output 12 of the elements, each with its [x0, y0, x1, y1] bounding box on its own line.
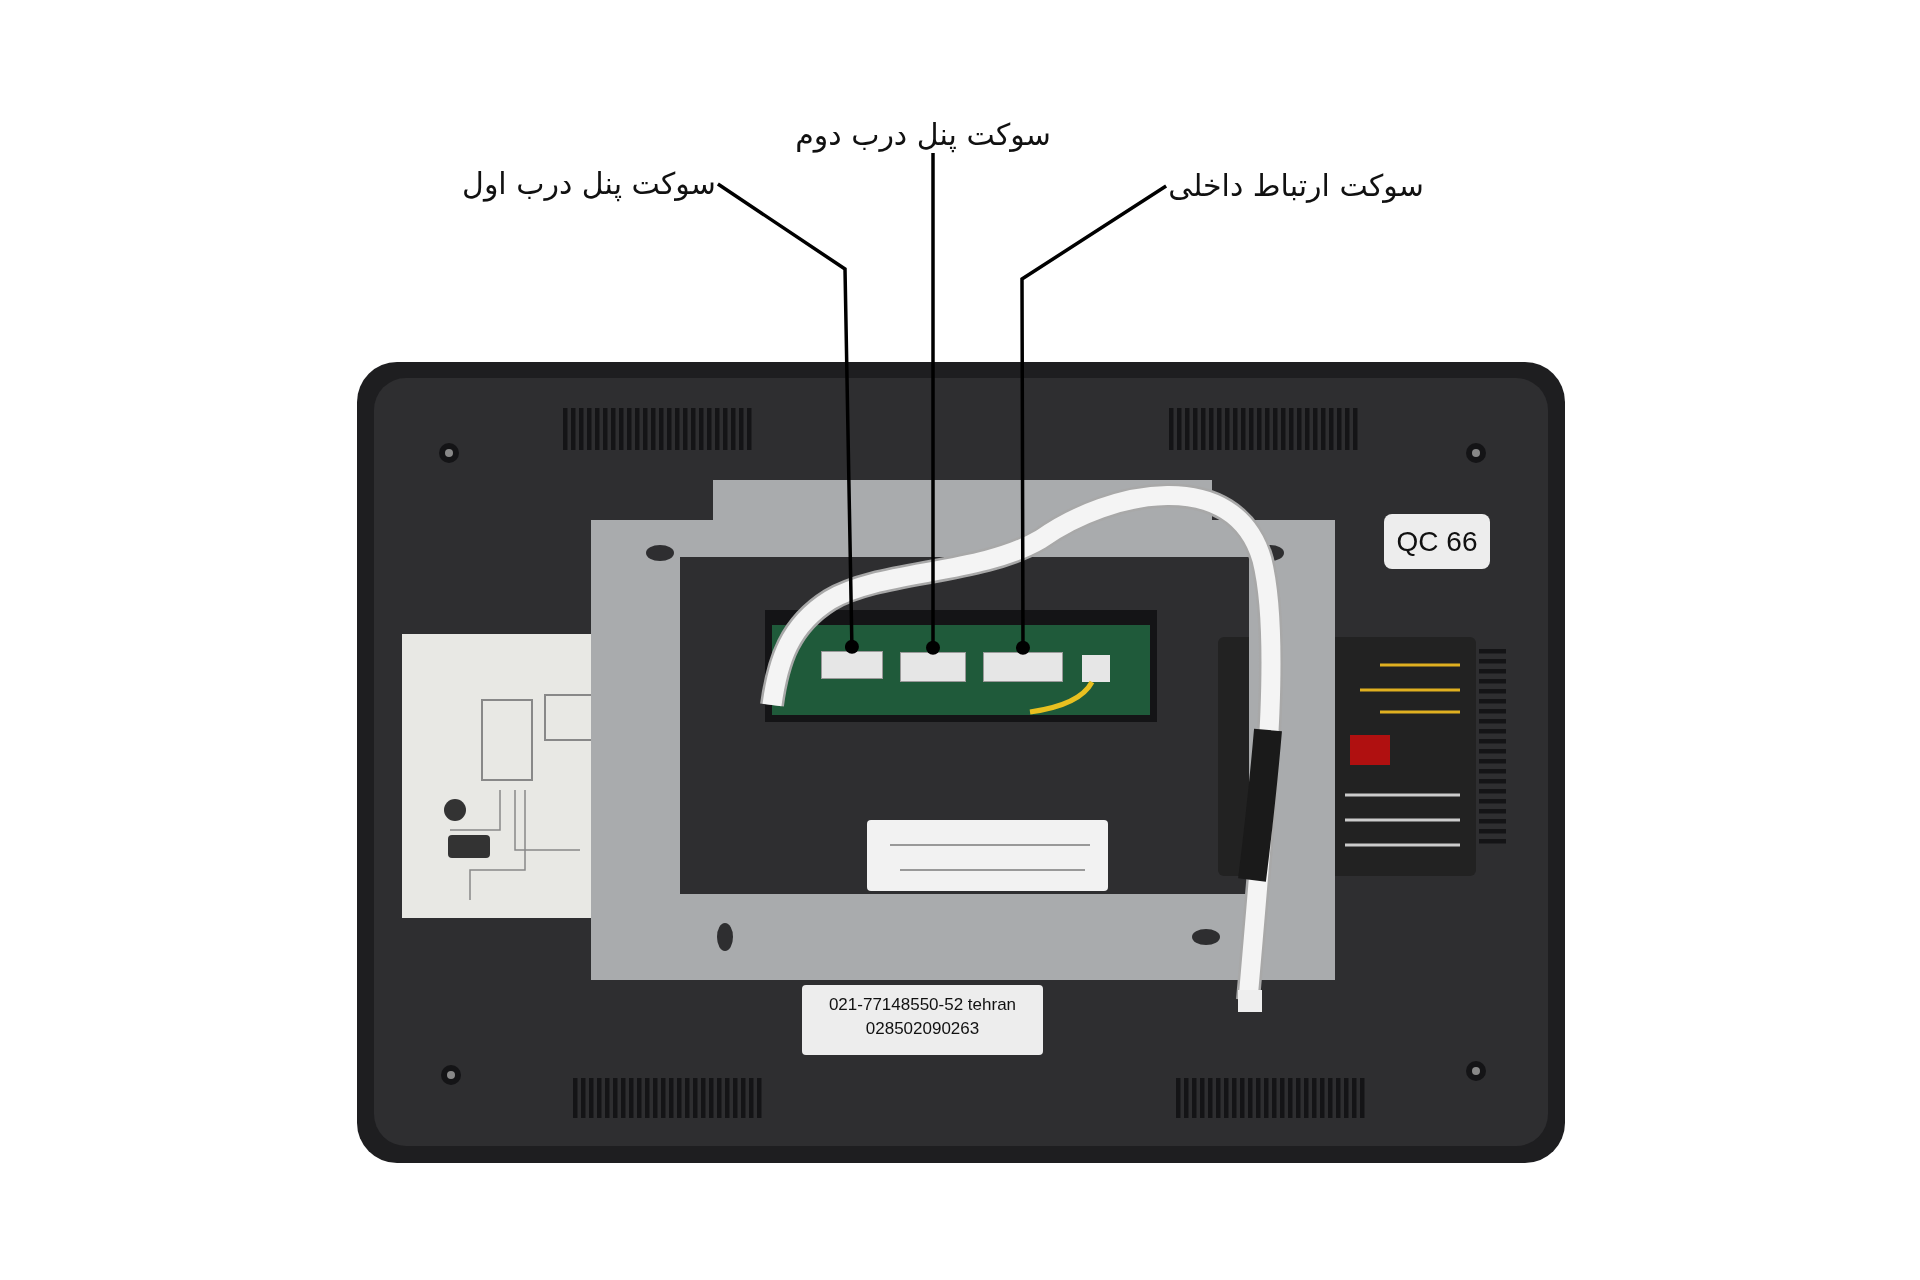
callout-label: سوکت پنل درب اول	[460, 166, 718, 202]
callout-label: سوکت ارتباط داخلی	[1166, 168, 1426, 204]
leader-line	[1016, 184, 1168, 655]
connector-socket	[983, 652, 1063, 682]
phone-number-text: 021-77148550-52 tehran	[827, 994, 1018, 1016]
model-sticker: QC 66	[1384, 514, 1490, 569]
connector-socket	[821, 651, 883, 679]
connector-socket	[900, 652, 966, 682]
leader-line	[926, 153, 940, 655]
leader-line	[716, 182, 859, 654]
callout-label: سوکت پنل درب دوم	[793, 117, 1053, 153]
serial-number-text: 028502090263	[864, 1018, 981, 1040]
